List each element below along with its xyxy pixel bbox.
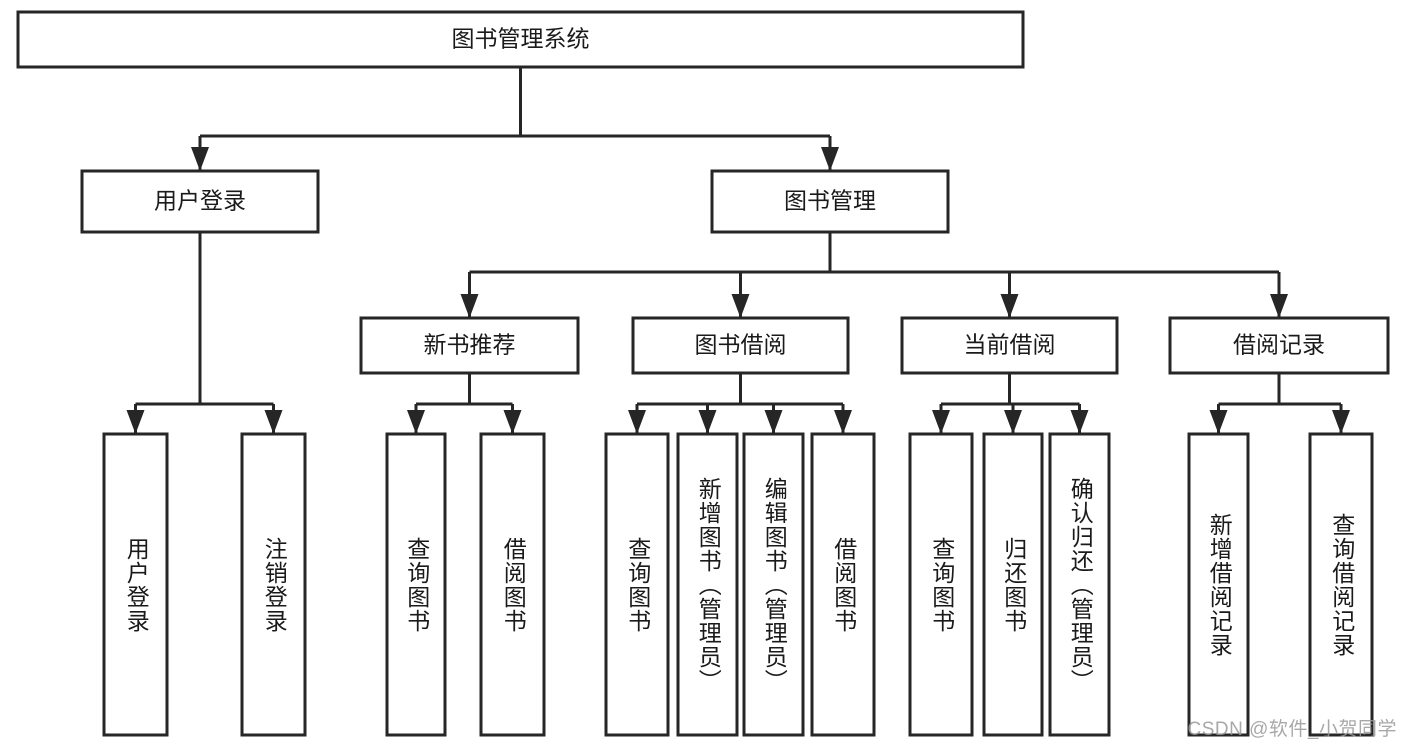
arrow-head <box>821 147 839 171</box>
csdn-watermark: CSDN @软件_小贺同学 <box>1187 719 1397 740</box>
node-box-leaf-borrow-book[interactable] <box>810 432 876 737</box>
arrow-head <box>191 147 209 171</box>
arrow-head <box>731 294 750 318</box>
node-box-book-borrow[interactable] <box>631 316 850 375</box>
node-label-new-book-rec: 新书推荐 <box>424 332 516 358</box>
node-label-book-borrow: 图书借阅 <box>695 332 787 358</box>
node-box-current-borrow[interactable] <box>900 316 1119 375</box>
node-label-current-borrow: 当前借阅 <box>964 332 1056 358</box>
arrow-head <box>834 410 852 434</box>
node-box-leaf-add-book[interactable] <box>676 432 739 737</box>
arrow-head <box>1332 410 1350 434</box>
node-box-leaf-confirm-return[interactable] <box>1048 432 1111 737</box>
arrow-head <box>764 410 783 434</box>
arrow-head <box>503 410 522 434</box>
node-label-user-login: 用户登录 <box>154 188 246 214</box>
node-box-leaf-query-book-rec[interactable] <box>385 432 447 737</box>
connector-layer <box>126 67 1350 434</box>
node-box-user-login[interactable] <box>80 169 320 234</box>
node-label-borrow-record: 借阅记录 <box>1233 332 1325 358</box>
arrow-head <box>698 410 717 434</box>
node-box-leaf-edit-book[interactable] <box>742 432 805 737</box>
node-box-leaf-borrow-book-rec[interactable] <box>479 432 546 737</box>
arrow-head <box>126 410 145 434</box>
node-label-book-manage: 图书管理 <box>784 188 876 214</box>
node-box-leaf-user-login[interactable] <box>102 432 169 737</box>
node-box-root[interactable] <box>16 10 1025 69</box>
arrow-head <box>1209 410 1228 434</box>
arrow-head <box>1070 410 1089 434</box>
node-box-leaf-query-book-cur[interactable] <box>908 432 974 737</box>
arrow-head <box>407 410 425 434</box>
arrow-head <box>264 410 283 434</box>
node-box-leaf-query-record[interactable] <box>1308 432 1374 737</box>
arrow-head <box>1270 294 1288 318</box>
node-box-new-book-rec[interactable] <box>359 316 580 375</box>
node-box-borrow-record[interactable] <box>1168 316 1390 375</box>
arrow-head <box>460 294 479 318</box>
node-box-leaf-logout[interactable] <box>240 432 307 737</box>
node-box-leaf-query-book-borrow[interactable] <box>604 432 670 737</box>
node-box-leaf-add-record[interactable] <box>1187 432 1250 737</box>
node-box-leaf-return-book[interactable] <box>982 432 1044 737</box>
node-label-root: 图书管理系统 <box>452 26 590 52</box>
node-box-layer <box>16 10 1390 737</box>
arrow-head <box>932 410 950 434</box>
arrow-head <box>1000 294 1019 318</box>
arrow-head <box>628 410 646 434</box>
arrow-head <box>1004 410 1022 434</box>
node-box-book-manage[interactable] <box>710 169 950 234</box>
